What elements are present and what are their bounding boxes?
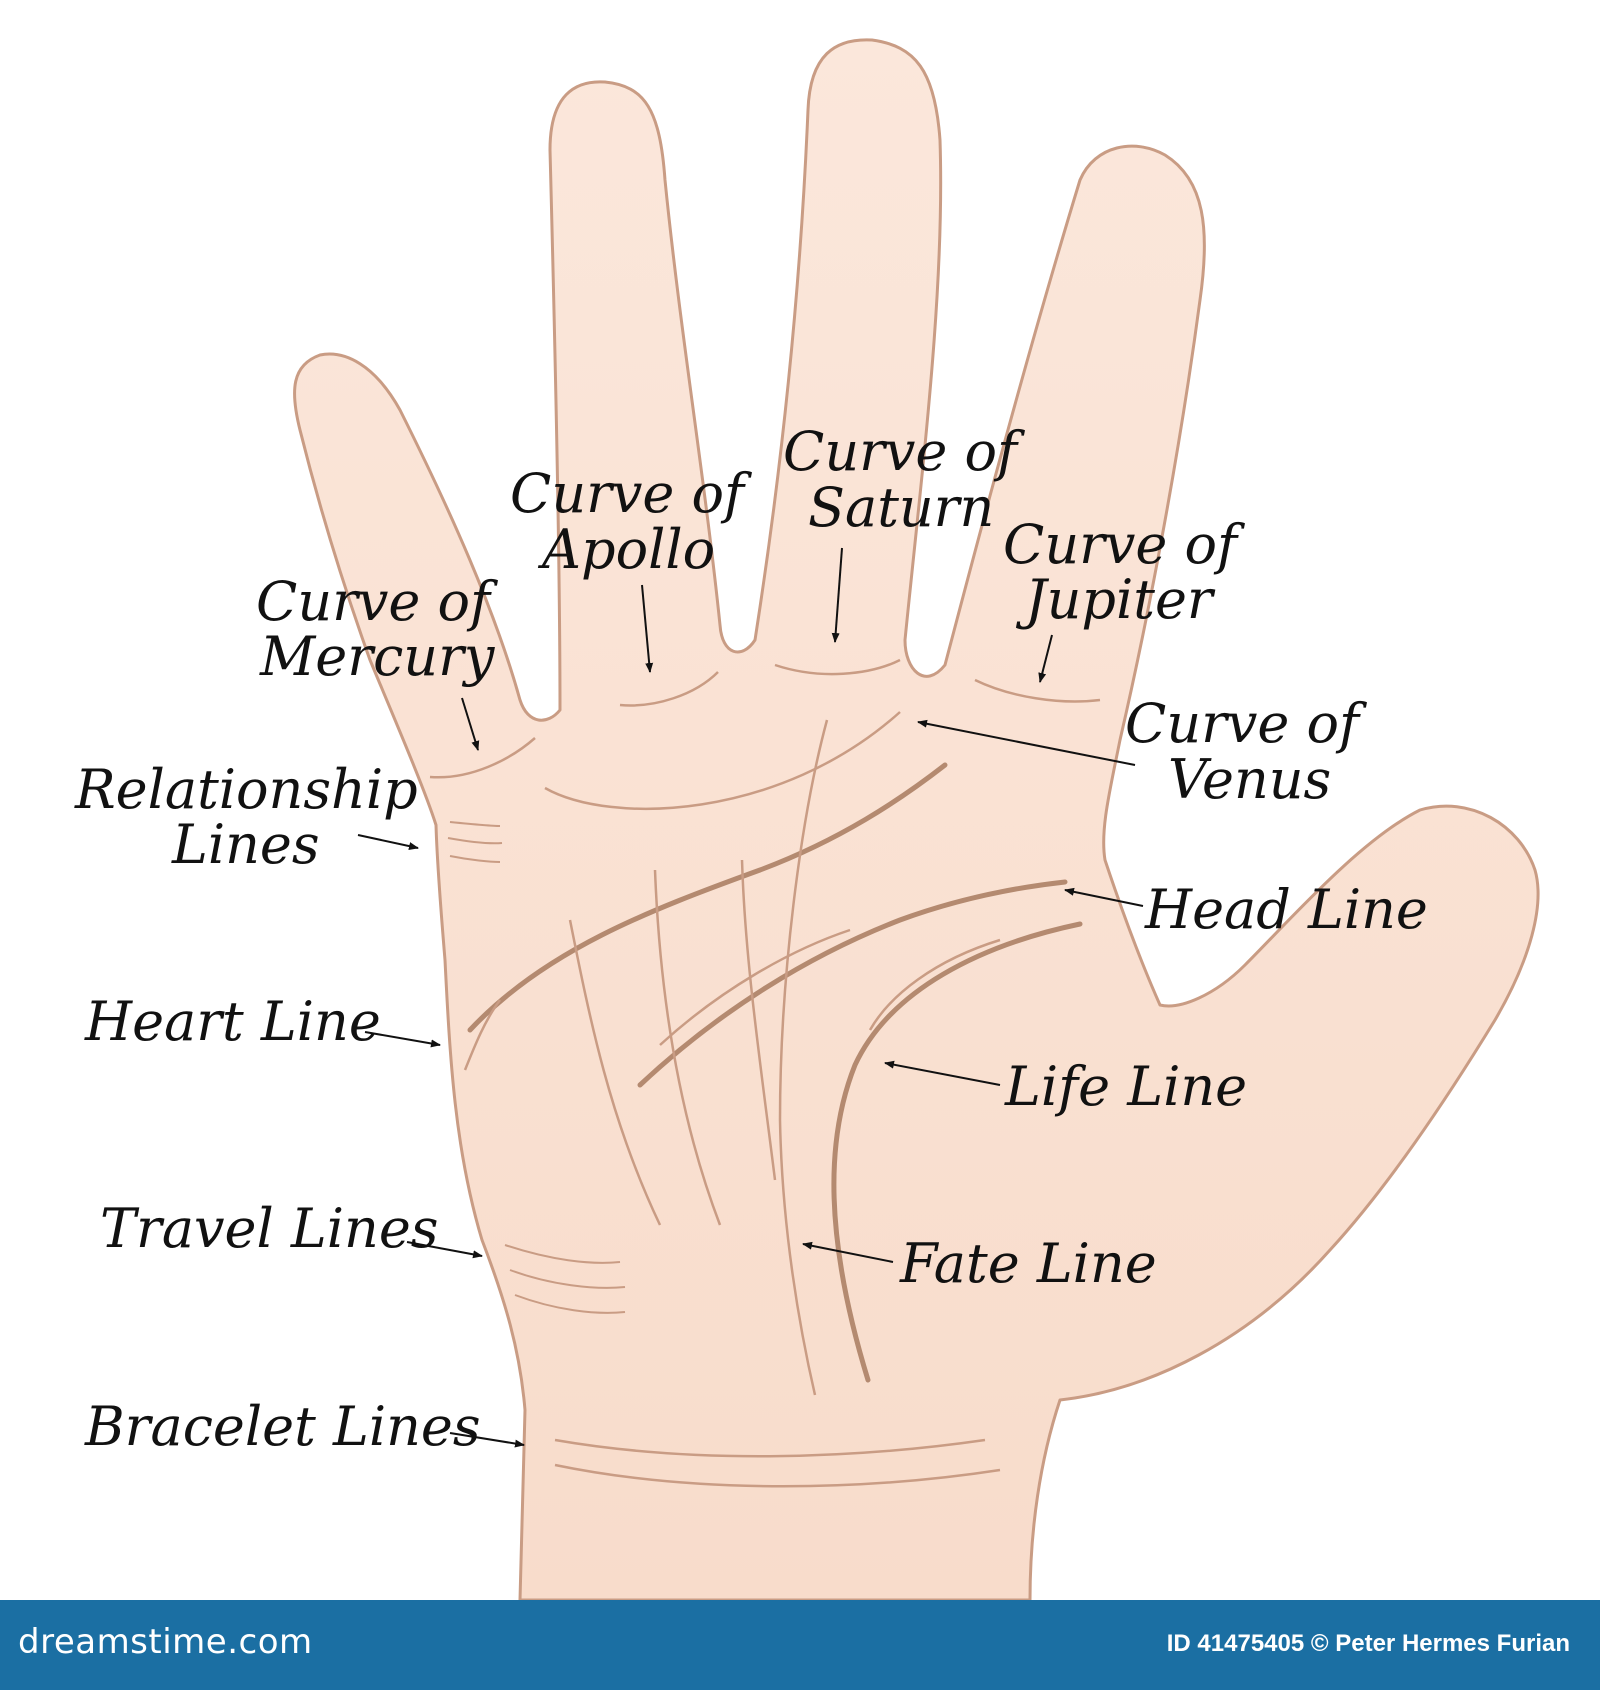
palmistry-diagram: Curve of Mercury Curve of Apollo Curve o… [74, 38, 1540, 1600]
relationship-lines-label: Relationship Lines [74, 758, 435, 876]
jupiter-crease [974, 678, 1101, 703]
saturn-crease [774, 658, 901, 676]
venus-crease [544, 711, 901, 810]
jupiter-arrow [1038, 634, 1053, 683]
travel-lines-label: Travel Lines [100, 1197, 439, 1260]
life-line-crease [831, 921, 1083, 1383]
head-line-crease [637, 879, 1068, 1088]
curve-of-mercury-label: Curve of Mercury [256, 570, 507, 688]
travel-line-3 [514, 1294, 626, 1314]
head-line-label: Head Line [1144, 878, 1428, 941]
bracelet-line-2 [554, 1463, 1001, 1488]
site-name: dreamstime.com [18, 1622, 313, 1662]
mercury-arrow [461, 697, 480, 751]
apollo-arrow [641, 584, 654, 673]
life-line-label: Life Line [1004, 1055, 1247, 1118]
curve-of-venus-label: Curve of Venus [1125, 692, 1376, 811]
relationship-line-3 [449, 855, 501, 863]
footer-bar: dreamstime.com ID 41475405 © Peter Herme… [0, 1600, 1600, 1690]
relationship-arrow [357, 834, 419, 851]
bracelet-lines-label: Bracelet Lines [84, 1395, 481, 1458]
hand-outline [293, 38, 1540, 1600]
apollo-crease [619, 671, 719, 707]
travel-line-1 [504, 1244, 621, 1264]
head-line-lower [659, 928, 851, 1046]
curve-of-jupiter-label: Curve of Jupiter [1003, 513, 1254, 631]
bracelet-arrow [449, 1432, 525, 1448]
heart-line-branch [463, 999, 502, 1071]
mercury-crease [429, 737, 536, 779]
venus-arrow [917, 719, 1136, 766]
bracelet-line-1 [554, 1438, 986, 1458]
relationship-line-1 [449, 821, 501, 827]
palm-crease-1 [568, 919, 662, 1226]
fate-arrow [802, 1241, 894, 1263]
life-line-inner [868, 938, 1001, 1031]
palm-crease-3 [740, 859, 777, 1181]
travel-arrow [406, 1241, 483, 1259]
curve-of-apollo-label: Curve of Apollo [510, 462, 761, 581]
heart-line-label: Heart Line [84, 990, 381, 1053]
life-arrow [884, 1060, 1001, 1086]
head-arrow [1064, 887, 1144, 907]
image-credit: ID 41475405 © Peter Hermes Furian [1166, 1630, 1570, 1657]
fate-line-label: Fate Line [899, 1232, 1157, 1295]
relationship-line-2 [447, 837, 503, 845]
palm-crease-2 [653, 869, 722, 1226]
saturn-arrow [831, 547, 843, 643]
travel-line-2 [509, 1269, 626, 1289]
curve-of-saturn-label: Curve of Saturn [783, 420, 1034, 539]
heart-arrow [364, 1031, 441, 1048]
fate-line-crease [778, 719, 829, 1396]
